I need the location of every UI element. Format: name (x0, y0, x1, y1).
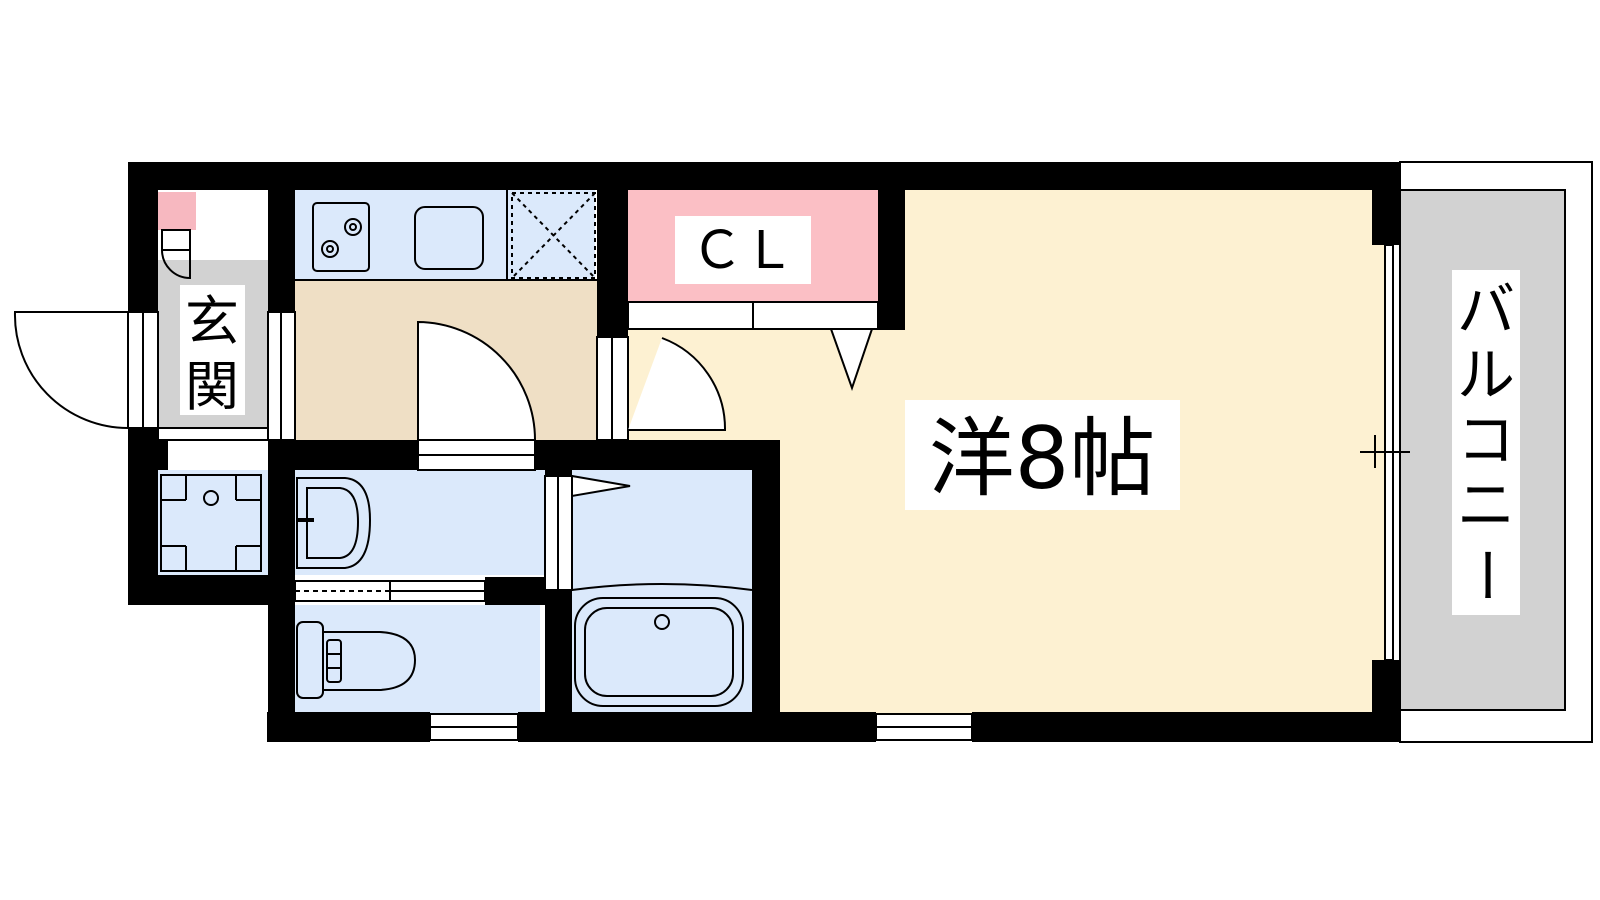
laundry-floor (158, 470, 268, 575)
closet-label: ＣＬ (691, 221, 795, 281)
wall-bottom-left (128, 575, 295, 605)
entrance-label-bg (180, 285, 245, 415)
closet-door-marker (829, 328, 874, 392)
bathtub-inner (584, 607, 734, 697)
wall-mid-left (158, 440, 168, 470)
wall-wash-bath-upper (545, 470, 572, 476)
toilet-floor (295, 605, 540, 715)
entrance-label-top: 玄 (185, 290, 239, 353)
doors (13, 311, 874, 591)
washbasin (296, 477, 372, 569)
entrance-label-bottom: 関 (185, 355, 239, 418)
wall-laundry-right (268, 470, 295, 742)
wall-right-upper (1372, 162, 1400, 245)
toilet-bowl (322, 631, 417, 691)
meter-box (158, 192, 196, 230)
room-label-bg (905, 400, 1180, 510)
entrance-door-swing (13, 311, 129, 430)
labels: 玄 関 ＣＬ 洋8帖 バ ル コ ニ ー (180, 216, 1520, 615)
wall-mid-horizontal (268, 440, 418, 470)
balcony-char: ニ (1457, 471, 1515, 539)
laundry-pan (160, 474, 262, 572)
wall-mid-horizontal-2 (535, 440, 780, 470)
balcony-char: コ (1457, 406, 1515, 474)
balcony-char: バ (1457, 276, 1515, 344)
bathtub-outer (574, 597, 744, 707)
balcony-char: ー (1452, 546, 1520, 604)
floor-fills (158, 185, 1565, 715)
wall-bath-right (752, 440, 780, 742)
wall-bottom-b (518, 712, 876, 742)
room-door-swing (628, 337, 727, 431)
wall-top (128, 162, 1400, 190)
wall-left-upper (128, 162, 158, 312)
washbasin-area-floor (295, 470, 545, 575)
balcony-char: ル (1457, 341, 1515, 409)
bath-door-swing (417, 320, 537, 441)
bathroom-floor (572, 470, 752, 715)
balcony-label-bg (1452, 270, 1520, 615)
windows (294, 580, 973, 741)
wall-entrance-right-upper (268, 190, 295, 312)
wall-kitchen-right (597, 162, 628, 337)
walls (128, 162, 1400, 742)
fridge-space (511, 192, 596, 279)
balcony-label: バ ル コ ニ ー (1452, 276, 1520, 604)
room-label: 洋8帖 (929, 409, 1156, 509)
wall-bottom-c (972, 712, 1400, 742)
wall-right-lower (1372, 660, 1400, 742)
wall-left-lower (128, 428, 158, 603)
wall-wash-bath (545, 590, 572, 742)
wall-closet-right (878, 162, 905, 330)
stove (312, 202, 370, 272)
fixtures (160, 192, 753, 707)
closet-label-bg (675, 216, 811, 284)
kitchen-sink (414, 206, 484, 270)
